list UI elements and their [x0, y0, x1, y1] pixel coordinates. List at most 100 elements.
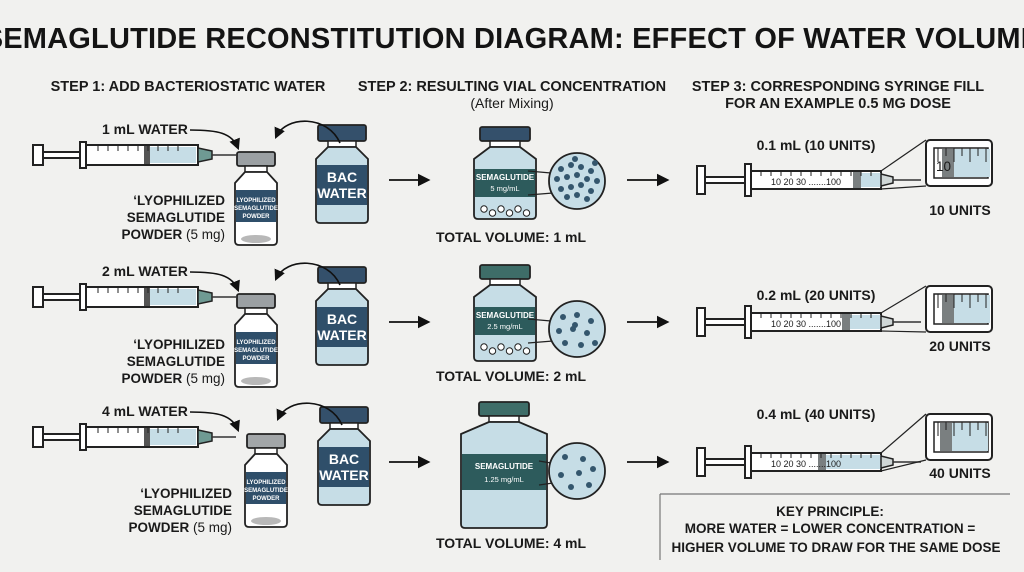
water-syringe-plunger-rod: [42, 433, 84, 441]
bac-vial-label-line2: WATER: [317, 185, 367, 201]
powder-vial-label-line1: LYOPHILIZED: [236, 340, 276, 346]
dose-syringe-stopper: [842, 314, 850, 330]
powder-vial-label-line3: POWDER: [253, 496, 281, 502]
dose-syringe-thumb-rest: [696, 447, 706, 477]
magnifier-line: [538, 482, 554, 486]
molecule: [590, 466, 596, 472]
zoom-liquid: [948, 423, 988, 451]
molecule: [560, 314, 566, 320]
powder-vial-label-line2: SEMAGLUTIDE: [234, 206, 278, 212]
zoom-stopper: [940, 423, 952, 451]
molecule: [556, 328, 562, 334]
water-arrow: [189, 411, 240, 433]
water-volume-label: 1 mL WATER: [102, 121, 188, 137]
bac-vial-label: [319, 447, 369, 487]
powder-vial-label-line1: LYOPHILIZED: [236, 198, 276, 204]
molecule: [588, 318, 594, 324]
water-syringe-stopper: [144, 288, 150, 306]
bac-vial-label-line2: WATER: [317, 327, 367, 343]
water-syringe: [32, 283, 236, 311]
water-syringe-stopper: [144, 146, 150, 164]
bac-to-vial-arrow: [276, 402, 343, 426]
molecule: [588, 168, 594, 174]
molecule: [558, 166, 564, 172]
dose-syringe-rod: [704, 318, 746, 326]
key-principle-line2: MORE WATER = LOWER CONCENTRATION =: [685, 521, 976, 536]
dose-syringe: 10 20 30 .......100: [696, 305, 921, 339]
powder-label-line2: SEMAGLUTIDE: [134, 503, 232, 518]
water-arrow: [189, 129, 240, 151]
molecule-dot: [488, 347, 497, 355]
molecule: [574, 192, 580, 198]
water-syringe: [32, 141, 236, 169]
water-syringe-thumb-rest: [32, 426, 44, 448]
powder-vial-label: [236, 332, 276, 364]
powder-vial-cap: [236, 151, 276, 167]
molecule: [576, 470, 582, 476]
bac-vial-label: [317, 307, 367, 347]
water-syringe-hub: [197, 147, 213, 163]
molecule-dot: [514, 343, 522, 351]
bac-vial-cap: [319, 406, 369, 424]
molecule: [558, 472, 564, 478]
powder-label-line2: SEMAGLUTIDE: [127, 354, 225, 369]
molecule: [580, 456, 586, 462]
molecule-dot: [497, 343, 505, 351]
total-volume-label: TOTAL VOLUME: 4 mL: [436, 535, 587, 551]
molecule: [594, 178, 600, 184]
powder-vial-label-line1: LYOPHILIZED: [246, 480, 286, 486]
molecule: [584, 176, 590, 182]
powder-vial-label: [236, 190, 276, 222]
concentration-name: SEMAGLUTIDE: [476, 173, 535, 182]
dose-syringe-thumb-rest: [696, 307, 706, 337]
magnifier-line: [527, 340, 554, 344]
concentration-vial-label: [475, 169, 535, 197]
units-label: 10 UNITS: [929, 202, 990, 218]
molecule: [578, 182, 584, 188]
molecule-dot: [480, 343, 488, 351]
concentration-vial-cap: [479, 126, 531, 142]
magnifier-line: [527, 192, 554, 196]
molecule: [568, 484, 574, 490]
total-volume-label: TOTAL VOLUME: 2 mL: [436, 368, 587, 384]
water-syringe-hub: [197, 289, 213, 305]
bac-vial-cap: [317, 124, 367, 142]
row-2: 2 mL WATERLYOPHILIZEDSEMAGLUTIDEPOWDER‘L…: [32, 262, 993, 388]
zoom-connector: [880, 459, 927, 472]
powder-label-line3: POWDER (5 mg): [121, 227, 225, 242]
magnifier-line: [527, 170, 552, 174]
molecule: [574, 172, 580, 178]
molecule: [584, 196, 590, 202]
dose-syringe-scale: 10 20 30 .......100: [771, 459, 841, 469]
magnifier-line: [538, 460, 552, 464]
powder-pile: [251, 517, 281, 525]
molecule: [592, 160, 598, 166]
powder-vial-label-line2: SEMAGLUTIDE: [234, 348, 278, 354]
concentration-name: SEMAGLUTIDE: [476, 311, 535, 320]
dose-syringe-liquid: [850, 315, 881, 329]
syringe-fill-label: 0.1 mL (10 UNITS): [757, 137, 876, 153]
row-3: 4 mL WATERLYOPHILIZEDSEMAGLUTIDEPOWDER‘L…: [32, 401, 993, 551]
key-principle-box: KEY PRINCIPLE: MORE WATER = LOWER CONCEN…: [659, 493, 1010, 560]
molecule-dot: [505, 347, 514, 355]
water-syringe-stopper: [144, 428, 150, 446]
water-syringe: [32, 423, 236, 451]
zoom-stopper: [942, 295, 954, 323]
concentration-vial-cap: [478, 401, 530, 417]
powder-vial-label-line2: SEMAGLUTIDE: [244, 488, 288, 494]
rows-group: 1 mL WATERLYOPHILIZEDSEMAGLUTIDEPOWDER‘L…: [32, 120, 993, 551]
molecule-dot: [522, 347, 531, 355]
concentration-vial-label: [475, 307, 535, 335]
dose-syringe-hub: [880, 173, 894, 187]
water-volume-label: 2 mL WATER: [102, 263, 188, 279]
concentration-value: 1.25 mg/mL: [484, 475, 524, 484]
bac-to-vial-arrow: [274, 120, 341, 144]
step2-subheading: (After Mixing): [470, 95, 553, 111]
zoom-connector: [880, 330, 927, 333]
molecule-dot: [505, 209, 514, 217]
dose-syringe-hub: [880, 455, 894, 469]
